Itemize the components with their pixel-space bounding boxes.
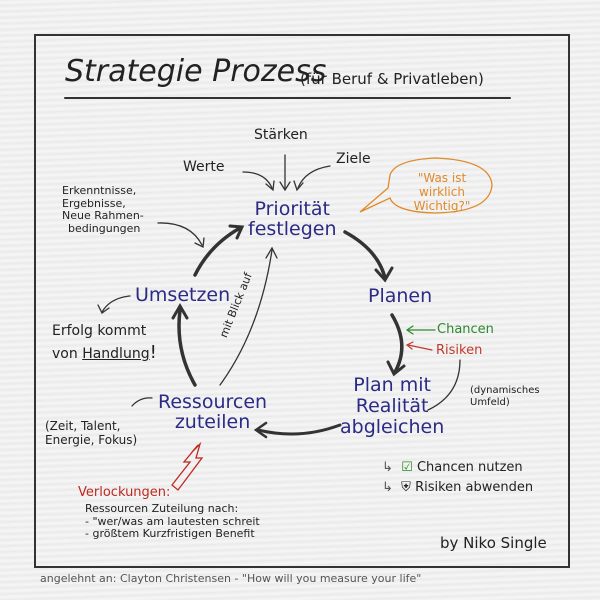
node-abgleichen: Plan mit Realität abgleichen xyxy=(340,375,444,438)
arrow-prioritaet-planen xyxy=(343,230,387,280)
speech-bubble xyxy=(359,157,493,214)
resources-line: Energie, Fokus) xyxy=(45,432,138,447)
outcome-item: ↳ ☑ Chancen nutzen xyxy=(382,460,523,475)
author-signature: by Niko Single xyxy=(440,534,547,552)
risiken-label: Risiken xyxy=(436,343,483,358)
verlockungen-item: - "wer/was am lautesten schreit xyxy=(85,514,260,528)
arrow-abgleichen-ressourcen xyxy=(256,423,342,436)
verlockungen-title: Verlockungen: xyxy=(78,485,171,500)
feedback-line: Ergebnisse, xyxy=(62,196,126,210)
verlockungen-intro: Ressourcen Zuteilung nach: xyxy=(85,502,239,515)
feedback-line: Erkenntnisse, xyxy=(62,184,137,197)
resources-note: (Zeit, Talent, Energie, Fokus) xyxy=(45,419,138,448)
feedback-line: Neue Rahmen- xyxy=(62,209,144,223)
input-werte: Werte xyxy=(183,159,225,175)
node-ressourcen-line1: Ressourcen xyxy=(158,391,268,413)
umfeld-line: Umfeld) xyxy=(470,396,510,408)
feedback-line: bedingungen xyxy=(68,221,141,235)
diagram-subtitle: (für Beruf & Privatleben) xyxy=(300,70,484,88)
arrow-ressourcen-umsetzen xyxy=(177,308,197,387)
umfeld-line: (dynamisches xyxy=(470,385,540,396)
node-prioritaet-line1: Priorität xyxy=(254,198,330,220)
erfolg-prefix: von xyxy=(52,345,78,362)
outcomes-list: ↳ ☑ Chancen nutzen ↳ ⛨ Risiken abwenden xyxy=(382,458,533,498)
verlockungen-item: - größtem Kurzfristigen Benefit xyxy=(85,527,255,541)
arrow-umsetzen-prioritaet xyxy=(193,226,242,277)
node-umsetzen: Umsetzen xyxy=(135,284,231,306)
diagram-frame xyxy=(34,34,570,568)
resources-line: (Zeit, Talent, xyxy=(45,419,121,433)
outcome-item: ↳ ⛨ Risiken abwenden xyxy=(382,480,534,496)
outcome-text: Chancen nutzen xyxy=(416,460,523,475)
shield-icon: ⛨ xyxy=(401,480,411,496)
footer-credit: angelehnt an: Clayton Christensen - "How… xyxy=(40,572,422,585)
lightning-icon xyxy=(171,441,204,491)
node-abgleichen-line2: Realität xyxy=(355,394,429,417)
node-planen: Planen xyxy=(368,285,433,307)
outcome-text: Risiken abwenden xyxy=(415,480,534,496)
node-ressourcen: Ressourcen zuteilen xyxy=(158,391,268,433)
arrow-blick xyxy=(219,249,273,386)
node-prioritaet-line2: festlegen xyxy=(248,217,337,240)
input-ziele: Ziele xyxy=(336,151,371,167)
erfolg-line1: Erfolg kommt xyxy=(52,323,147,339)
node-abgleichen-line1: Plan mit xyxy=(353,374,431,396)
erfolg-note: Erfolg kommt von Handlung! xyxy=(52,322,157,365)
verlockungen-list: Ressourcen Zuteilung nach: - "wer/was am… xyxy=(85,502,260,541)
node-abgleichen-line3: abgleichen xyxy=(340,415,445,438)
arrow-planen-abgleichen xyxy=(390,313,404,374)
node-prioritaet: Priorität festlegen xyxy=(248,198,337,240)
checkbox-icon: ☑ xyxy=(401,460,413,475)
input-staerken: Stärken xyxy=(254,127,308,143)
chancen-label: Chancen xyxy=(437,322,494,337)
diagram-title: Strategie Prozess xyxy=(65,54,327,89)
feedback-note: Erkenntnisse, Ergebnisse, Neue Rahmen- b… xyxy=(62,184,144,236)
erfolg-suffix: ! xyxy=(149,341,157,363)
umfeld-note: (dynamisches Umfeld) xyxy=(470,385,540,408)
question-text: "Was ist wirklich Wichtig?" xyxy=(413,171,471,213)
node-ressourcen-line2: zuteilen xyxy=(174,410,251,433)
erfolg-emphasis: Handlung xyxy=(82,345,150,362)
